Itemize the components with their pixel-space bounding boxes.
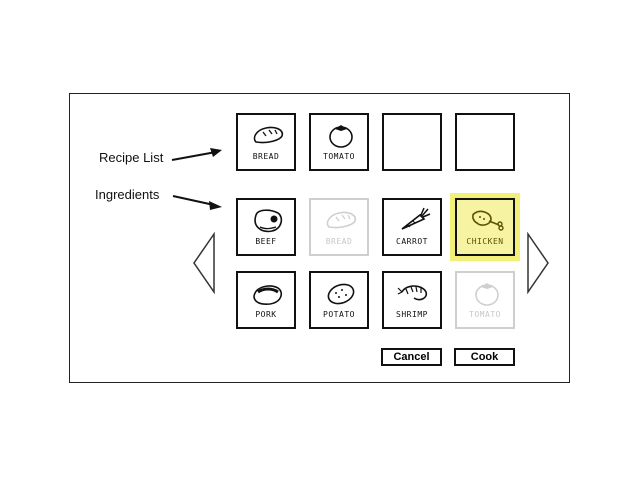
ingredient-chicken[interactable]: CHICKEN — [455, 198, 515, 256]
ingredient-tomato: TOMATO — [455, 271, 515, 329]
recipe-slot-1[interactable]: BREAD — [236, 113, 296, 171]
tile-label: BREAD — [325, 237, 353, 246]
tomato-icon — [329, 125, 353, 148]
cook-button[interactable]: Cook — [454, 348, 515, 366]
steak-icon — [254, 209, 283, 233]
ingredient-beef[interactable]: BEEF — [236, 198, 296, 256]
drumstick-icon — [472, 210, 504, 231]
ingredient-carrot[interactable]: CARROT — [382, 198, 442, 256]
previous-page-arrow-icon[interactable] — [192, 232, 216, 294]
potato-icon — [327, 283, 355, 305]
bread-icon — [326, 211, 357, 229]
ingredients-annotation: Ingredients — [95, 187, 160, 202]
ingredient-bread: BREAD — [309, 198, 369, 256]
pork-icon — [253, 285, 283, 305]
recipe-slot-2[interactable]: TOMATO — [309, 113, 369, 171]
tile-label: BEEF — [255, 237, 277, 246]
tile-label: PORK — [255, 310, 277, 319]
tile-label: TOMATO — [323, 152, 355, 161]
recipe-list-arrow — [171, 148, 222, 161]
ingredient-potato[interactable]: POTATO — [309, 271, 369, 329]
carrot-icon — [401, 207, 431, 230]
recipe-slot-4[interactable] — [455, 113, 515, 171]
ingredients-arrow — [172, 195, 222, 210]
tile-label: POTATO — [323, 310, 355, 319]
recipe-slot-3[interactable] — [382, 113, 442, 171]
bread-icon — [253, 126, 284, 144]
tile-label: BREAD — [252, 152, 280, 161]
tile-label: SHRIMP — [396, 310, 428, 319]
tile-label: TOMATO — [469, 310, 501, 319]
shrimp-icon — [397, 285, 428, 301]
ingredient-pork[interactable]: PORK — [236, 271, 296, 329]
cancel-button[interactable]: Cancel — [381, 348, 442, 366]
tomato-icon — [475, 283, 499, 306]
next-page-arrow-icon[interactable] — [526, 232, 550, 294]
tile-label: CARROT — [396, 237, 428, 246]
tile-label: CHICKEN — [466, 237, 504, 246]
recipe-list-annotation: Recipe List — [99, 150, 164, 165]
ingredient-shrimp[interactable]: SHRIMP — [382, 271, 442, 329]
